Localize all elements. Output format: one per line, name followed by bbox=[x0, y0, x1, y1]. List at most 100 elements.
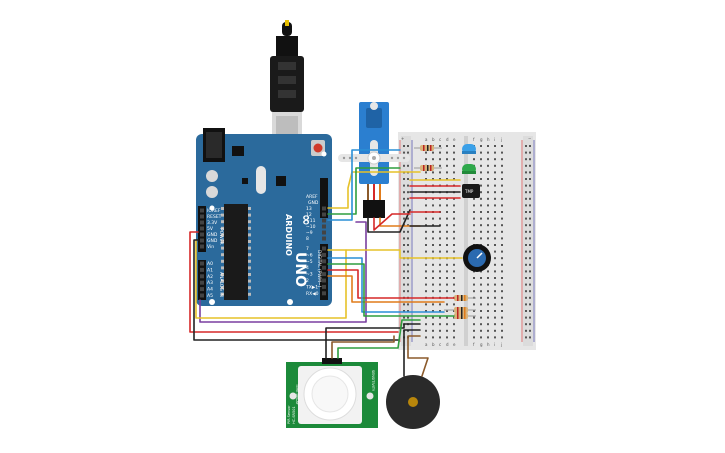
rail-hole bbox=[403, 164, 405, 167]
bb-hole bbox=[432, 217, 434, 220]
header-pin bbox=[200, 214, 204, 219]
digital-pin-label: RX◀0 bbox=[306, 291, 319, 297]
reset-button[interactable] bbox=[311, 140, 325, 156]
digital-pin-label: TX▶1 bbox=[305, 284, 318, 290]
bb-hole bbox=[425, 158, 427, 161]
arduino-brand-text: ARDUINO bbox=[284, 214, 293, 256]
rail-hole bbox=[529, 296, 531, 299]
bb-hole bbox=[439, 270, 441, 273]
rail-hole bbox=[529, 158, 531, 161]
bb-column-letter: i bbox=[494, 342, 495, 347]
rail-hole bbox=[407, 244, 409, 246]
bb-hole bbox=[501, 171, 503, 174]
header-pin bbox=[200, 287, 204, 292]
bb-hole bbox=[425, 171, 427, 174]
bb-hole bbox=[487, 164, 489, 167]
bb-hole bbox=[494, 329, 496, 332]
header-pin bbox=[322, 272, 326, 277]
rail-hole bbox=[525, 316, 527, 319]
bb-hole bbox=[487, 283, 489, 286]
rail-minus: − bbox=[528, 136, 531, 141]
bb-hole bbox=[446, 204, 448, 207]
bb-hole bbox=[487, 145, 489, 147]
rail-hole bbox=[403, 263, 405, 266]
rail-hole bbox=[525, 230, 527, 233]
servo-motor bbox=[338, 102, 410, 218]
bb-hole bbox=[425, 244, 427, 246]
capacitor-2 bbox=[206, 186, 218, 198]
bb-hole bbox=[487, 224, 489, 227]
rail-hole bbox=[529, 145, 531, 147]
rail-hole bbox=[403, 178, 405, 180]
chip-pin bbox=[221, 240, 224, 243]
bb-hole bbox=[501, 164, 503, 167]
rail-hole bbox=[403, 270, 405, 273]
bb-hole bbox=[487, 178, 489, 180]
bb-hole bbox=[480, 290, 482, 293]
bb-column-letter: h bbox=[487, 137, 490, 142]
rail-hole bbox=[403, 197, 405, 200]
chip-pin bbox=[248, 259, 251, 263]
bb-hole bbox=[487, 303, 489, 306]
bb-hole bbox=[446, 329, 448, 332]
pir-label-top: TIME DELAY bbox=[295, 383, 299, 406]
bb-hole bbox=[453, 178, 455, 180]
rail-hole bbox=[529, 151, 531, 154]
bb-hole bbox=[494, 290, 496, 293]
bb-hole bbox=[453, 323, 455, 326]
chip-pin bbox=[221, 246, 224, 250]
wire-yellow-13 bbox=[327, 171, 421, 209]
led-green bbox=[462, 164, 476, 174]
header-pin bbox=[322, 224, 326, 229]
rail-hole bbox=[525, 310, 527, 312]
rail-hole bbox=[407, 217, 409, 220]
bb-hole bbox=[480, 204, 482, 207]
chip-pin bbox=[221, 266, 224, 270]
rail-hole bbox=[525, 323, 527, 326]
bb-hole bbox=[501, 263, 503, 266]
bb-hole bbox=[473, 316, 475, 319]
bb-hole bbox=[494, 230, 496, 233]
bb-hole bbox=[480, 230, 482, 233]
arduino-logo: ∞ bbox=[298, 214, 314, 226]
chip-pin bbox=[248, 220, 251, 224]
digital-pin-label: 13 bbox=[306, 206, 312, 212]
bb-hole bbox=[487, 244, 489, 246]
rail-hole bbox=[407, 184, 409, 187]
wire-black-buzzer bbox=[403, 329, 421, 377]
digital-label: DIGITAL (PWM~) bbox=[316, 250, 322, 288]
bb-hole bbox=[487, 323, 489, 326]
bb-hole bbox=[453, 224, 455, 227]
bb-hole bbox=[446, 323, 448, 326]
bb-hole bbox=[501, 244, 503, 246]
potentiometer[interactable] bbox=[463, 244, 491, 272]
bb-hole bbox=[439, 263, 441, 266]
bb-hole bbox=[432, 244, 434, 246]
bb-hole bbox=[494, 158, 496, 161]
bb-hole bbox=[473, 323, 475, 326]
bb-hole bbox=[453, 171, 455, 174]
bb-hole bbox=[439, 164, 441, 167]
atmega-chip bbox=[221, 204, 251, 300]
rail-hole bbox=[407, 290, 409, 293]
rail-hole bbox=[529, 263, 531, 266]
usb-cable-icon bbox=[270, 20, 304, 158]
rail-hole bbox=[403, 303, 405, 306]
bb-hole bbox=[480, 323, 482, 326]
bb-hole bbox=[425, 263, 427, 266]
rail-hole bbox=[403, 211, 405, 213]
bb-hole bbox=[446, 151, 448, 154]
header-pin bbox=[200, 244, 204, 249]
rail-plus: + bbox=[401, 136, 404, 141]
temperature-sensor: TMP bbox=[462, 184, 480, 198]
bb-hole bbox=[473, 204, 475, 207]
bb-hole bbox=[494, 224, 496, 227]
analog-header bbox=[198, 260, 206, 300]
chip-pin bbox=[221, 279, 224, 283]
aref-label: AREF bbox=[306, 194, 318, 200]
bb-column-letter: d bbox=[446, 342, 449, 347]
power-pin-label: GND bbox=[207, 238, 218, 244]
analog-pin-label: A5 bbox=[207, 293, 213, 299]
bb-hole bbox=[487, 270, 489, 273]
servo-connector bbox=[363, 200, 385, 218]
